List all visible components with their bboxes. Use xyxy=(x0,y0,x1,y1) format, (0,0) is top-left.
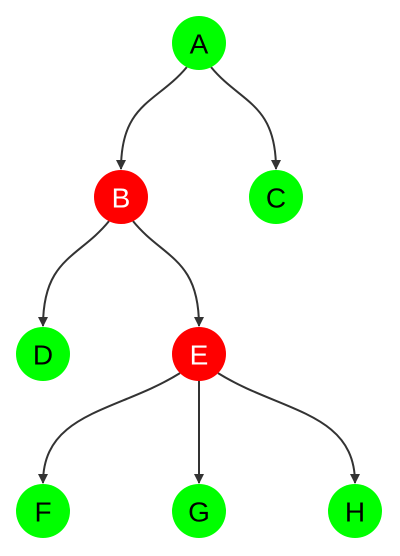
edges-layer xyxy=(38,66,360,484)
node-d-label: D xyxy=(33,340,53,371)
node-b-circle xyxy=(94,170,148,224)
edge-b-e xyxy=(132,220,204,327)
node-a-label: A xyxy=(190,29,209,60)
node-d-circle xyxy=(16,327,70,381)
edge-a-b xyxy=(116,66,188,170)
node-g: G xyxy=(172,484,226,538)
node-h-circle xyxy=(328,484,382,538)
node-g-circle xyxy=(172,484,226,538)
node-c: C xyxy=(249,170,303,224)
node-a: A xyxy=(172,16,226,70)
node-h-label: H xyxy=(345,497,365,528)
edge-a-c xyxy=(210,66,281,170)
edge-e-h xyxy=(217,372,360,484)
node-a-circle xyxy=(172,16,226,70)
node-e-label: E xyxy=(190,340,209,371)
node-f-label: F xyxy=(34,497,51,528)
node-e-circle xyxy=(172,327,226,381)
node-b: B xyxy=(94,170,148,224)
node-d: D xyxy=(16,327,70,381)
edge-e-f xyxy=(38,372,181,484)
node-h: H xyxy=(328,484,382,538)
node-f-circle xyxy=(16,484,70,538)
node-b-label: B xyxy=(112,183,131,214)
node-g-label: G xyxy=(188,497,210,528)
node-c-circle xyxy=(249,170,303,224)
node-c-label: C xyxy=(266,183,286,214)
edge-b-d xyxy=(38,220,110,327)
node-f: F xyxy=(16,484,70,538)
node-e: E xyxy=(172,327,226,381)
nodes-layer: A B C D E F G H xyxy=(16,16,382,538)
